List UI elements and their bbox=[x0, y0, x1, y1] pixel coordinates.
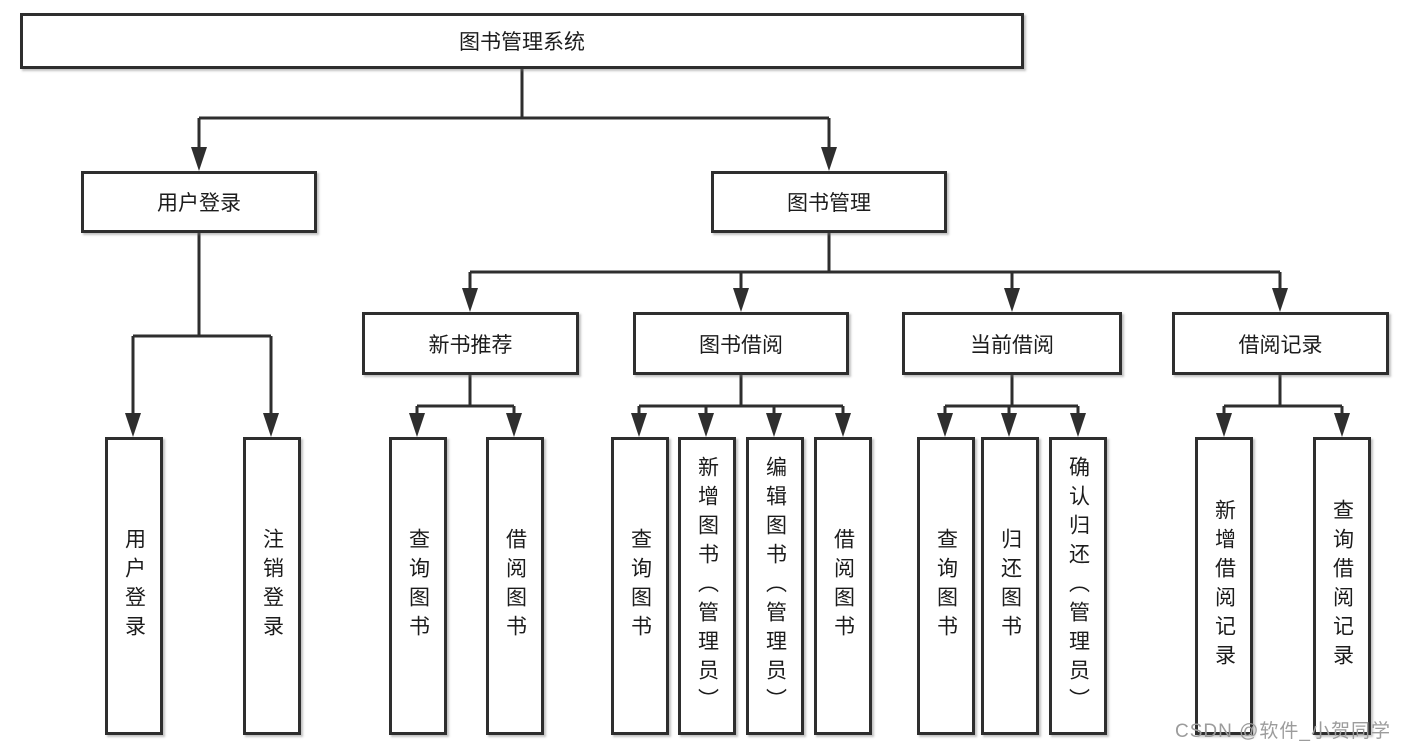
leaf-borrow-books-recommend: 借阅图书 bbox=[486, 437, 544, 735]
leaf-query-books-current: 查询图书 bbox=[917, 437, 975, 735]
leaf-borrow-books-label: 借阅图书 bbox=[831, 528, 855, 644]
node-new-book-recommend: 新书推荐 bbox=[362, 312, 579, 375]
node-library-system: 图书管理系统 bbox=[20, 13, 1024, 69]
csdn-watermark: CSDN @软件_小贺同学 bbox=[1175, 721, 1391, 742]
leaf-add-books-admin: 新增图书（管理员） bbox=[678, 437, 736, 735]
leaf-borrow-books-recommend-label: 借阅图书 bbox=[503, 528, 527, 644]
leaf-add-borrow-record: 新增借阅记录 bbox=[1195, 437, 1253, 735]
node-library-system-label: 图书管理系统 bbox=[459, 31, 585, 54]
leaf-query-books-recommend-label: 查询图书 bbox=[406, 528, 430, 644]
node-book-borrowing-label: 图书借阅 bbox=[699, 333, 783, 357]
leaf-confirm-return-admin: 确认归还（管理员） bbox=[1049, 437, 1107, 735]
node-borrow-records: 借阅记录 bbox=[1172, 312, 1389, 375]
leaf-add-books-admin-label: 新增图书（管理员） bbox=[695, 455, 719, 717]
node-book-borrowing: 图书借阅 bbox=[633, 312, 849, 375]
leaf-add-borrow-record-label: 新增借阅记录 bbox=[1212, 499, 1236, 673]
node-book-management: 图书管理 bbox=[711, 171, 947, 233]
leaf-return-books: 归还图书 bbox=[981, 437, 1039, 735]
leaf-borrow-books: 借阅图书 bbox=[814, 437, 872, 735]
leaf-user-login: 用户登录 bbox=[105, 437, 163, 735]
leaf-user-login-label: 用户登录 bbox=[122, 528, 146, 644]
node-current-borrowing-label: 当前借阅 bbox=[970, 333, 1054, 357]
leaf-query-borrow-record-label: 查询借阅记录 bbox=[1330, 499, 1354, 673]
leaf-query-books-current-label: 查询图书 bbox=[934, 528, 958, 644]
leaf-query-books-recommend: 查询图书 bbox=[389, 437, 447, 735]
leaf-query-books-borrowing-label: 查询图书 bbox=[628, 528, 652, 644]
leaf-query-borrow-record: 查询借阅记录 bbox=[1313, 437, 1371, 735]
node-current-borrowing: 当前借阅 bbox=[902, 312, 1122, 375]
leaf-logout: 注销登录 bbox=[243, 437, 301, 735]
node-borrow-records-label: 借阅记录 bbox=[1238, 333, 1323, 357]
leaf-confirm-return-admin-label: 确认归还（管理员） bbox=[1066, 455, 1090, 717]
leaf-query-books-borrowing: 查询图书 bbox=[611, 437, 669, 735]
node-book-management-label: 图书管理 bbox=[787, 192, 871, 215]
leaf-edit-books-admin: 编辑图书（管理员） bbox=[746, 437, 804, 735]
leaf-logout-label: 注销登录 bbox=[260, 528, 284, 644]
leaf-edit-books-admin-label: 编辑图书（管理员） bbox=[763, 455, 787, 717]
node-user-login: 用户登录 bbox=[81, 171, 317, 233]
arrowheads bbox=[125, 147, 1350, 437]
node-user-login-label: 用户登录 bbox=[157, 192, 241, 215]
leaf-return-books-label: 归还图书 bbox=[998, 528, 1022, 644]
node-new-book-recommend-label: 新书推荐 bbox=[428, 333, 513, 357]
